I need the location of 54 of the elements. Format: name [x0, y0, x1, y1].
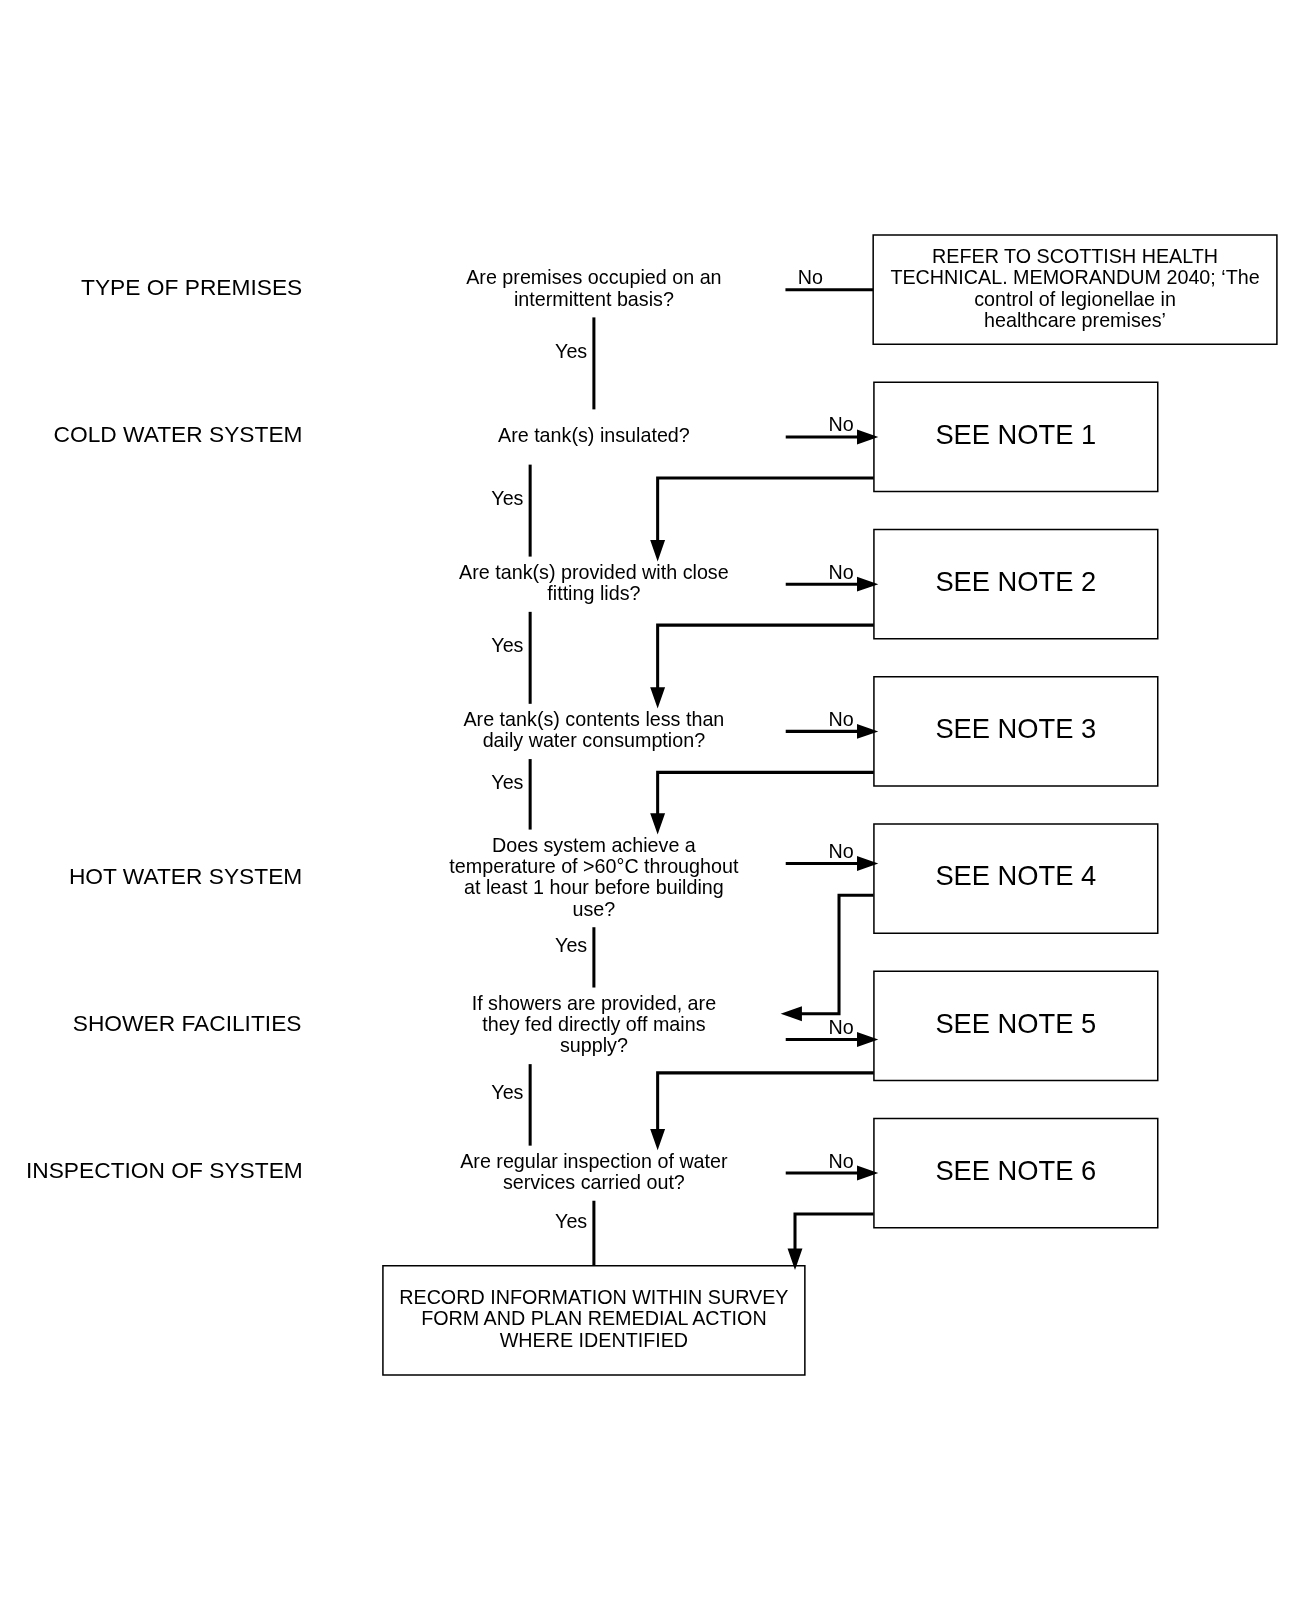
arrow: [785, 1165, 879, 1181]
node-text: Are tank(s) insulated?: [497, 424, 690, 447]
arrow: [650, 770, 874, 835]
connector: [528, 1064, 532, 1146]
edge-label: Yes: [491, 634, 524, 657]
edge-label: No: [828, 413, 854, 436]
node-text: Are regular inspection of water services carried out?: [460, 1149, 728, 1193]
edge-label: Yes: [491, 1081, 524, 1104]
arrow: [785, 429, 879, 445]
node-text: Does system achieve a temperature of >60°C throughout at least 1 hour before building use?: [449, 833, 739, 920]
label: COLD WATER SYSTEM: [53, 421, 303, 448]
edge-label: No: [828, 707, 854, 730]
label: SHOWER FACILITIES: [72, 1010, 302, 1037]
arrow: [785, 723, 879, 739]
arrow: [780, 893, 874, 1022]
node-text: Are tank(s) provided with close fitting lids?: [459, 560, 729, 604]
label: INSPECTION OF SYSTEM: [25, 1157, 303, 1184]
connector: [785, 288, 874, 292]
label: TYPE OF PREMISES: [81, 274, 303, 301]
arrow: [785, 576, 879, 592]
connector: [528, 611, 532, 704]
node-box: SEE NOTE 2: [873, 528, 1159, 640]
edge-label: No: [797, 266, 823, 289]
node-box: RECORD INFORMATION WITHIN SURVEY FORM AND PLAN REMEDIAL ACTION WHERE IDENTIFIED: [382, 1264, 806, 1376]
edge-label: Yes: [555, 1209, 588, 1232]
arrow: [785, 855, 879, 871]
edge-label: Yes: [491, 770, 524, 793]
arrow: [650, 623, 874, 709]
node-text: Are tank(s) contents less than daily water consumption?: [463, 707, 725, 752]
node-box: SEE NOTE 1: [873, 381, 1159, 493]
edge-label: Yes: [555, 933, 588, 956]
arrow: [785, 1032, 879, 1047]
node-box: SEE NOTE 6: [873, 1117, 1159, 1229]
edge-label: No: [828, 1149, 854, 1172]
edge-label: Yes: [555, 339, 588, 362]
connector: [592, 1200, 596, 1266]
label: HOT WATER SYSTEM: [68, 862, 303, 889]
arrow: [650, 1071, 874, 1151]
node-box: SEE NOTE 5: [873, 970, 1159, 1082]
connector: [528, 759, 532, 830]
edge-label: Yes: [491, 487, 524, 510]
edge-label: No: [828, 560, 854, 583]
connector: [592, 927, 596, 988]
node-box: SEE NOTE 4: [873, 823, 1159, 934]
connector: [528, 464, 532, 557]
connector: [592, 317, 596, 410]
arrow: [650, 476, 874, 562]
node-text: Are premises occupied on an intermittent basis?: [466, 266, 722, 310]
node-box: SEE NOTE 3: [873, 676, 1159, 787]
node-box: REFER TO SCOTTISH HEALTH TECHNICAL. MEMORANDUM 2040; ‘The control of legionellae in healthcare premises’: [872, 234, 1278, 346]
edge-label: No: [828, 839, 854, 862]
arrow: [787, 1212, 874, 1270]
node-text: If showers are provided, are they fed directly off mains supply?: [471, 991, 717, 1057]
edge-label: No: [828, 1016, 854, 1039]
